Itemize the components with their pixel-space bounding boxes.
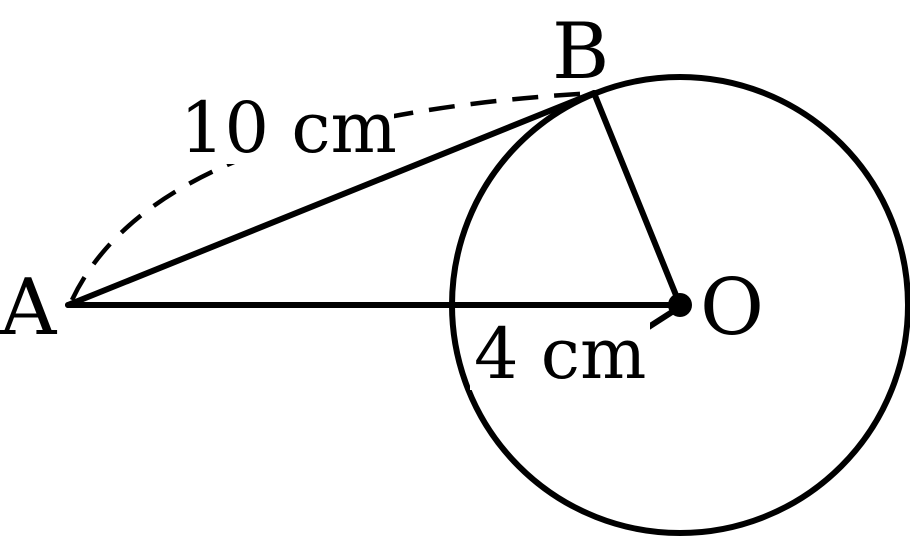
point-label-b: B <box>552 7 609 97</box>
measurement-label-ab: 10 cm <box>180 87 397 169</box>
center-point-o <box>668 293 692 317</box>
radius-ob <box>591 90 683 308</box>
point-label-o: O <box>700 263 764 353</box>
measurement-label-ob: 4 cm <box>474 313 646 395</box>
point-label-a: A <box>0 263 58 353</box>
label-background-ob <box>470 318 650 390</box>
tangent-segment-ab <box>65 90 597 308</box>
label-background-ab <box>176 82 394 164</box>
